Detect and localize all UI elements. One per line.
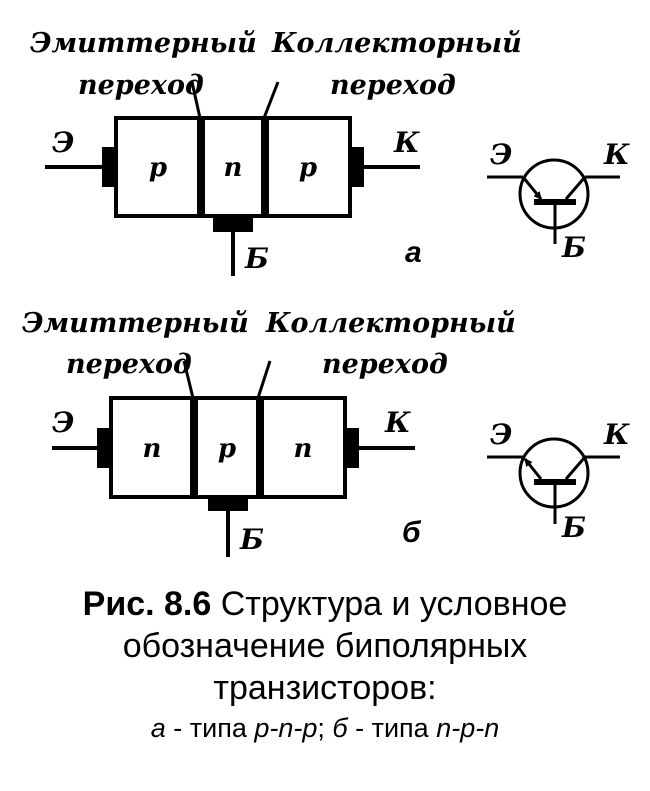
caption-separator: ; <box>317 713 333 743</box>
emitter-arrow-icon <box>523 458 543 480</box>
region-2-b: p <box>218 434 236 464</box>
region-3-a: p <box>299 153 317 183</box>
emitter-junction-pointer-b <box>182 360 195 399</box>
collector-contact-b <box>345 428 359 468</box>
caption-sub-a-text: - типа <box>165 713 255 743</box>
symbol-collector-b: К <box>603 418 630 451</box>
collector-junction-pointer-a <box>262 81 280 119</box>
sublabel-a: а <box>405 236 422 269</box>
caption-sub-b-letter: б <box>332 713 348 743</box>
diagram-b: Эмиттерный переход Коллекторный переход … <box>22 308 630 557</box>
terminal-emitter-a: Э <box>52 126 74 159</box>
caption-sub-a-letter: а <box>150 713 166 743</box>
caption-line-3: транзисторов: <box>213 669 437 707</box>
emitter-junction-label-a2: переход <box>78 70 204 101</box>
emitter-junction-pointer-a <box>190 81 202 119</box>
base-contact-b <box>208 497 248 511</box>
collector-junction-pointer-b <box>256 360 272 399</box>
emitter-junction-a <box>197 118 205 216</box>
emitter-contact-a <box>102 147 116 187</box>
caption-sub-b-text: - типа <box>347 713 437 743</box>
emitter-junction-label-b1: Эмиттерный <box>22 308 249 339</box>
emitter-junction-label-a1: Эмиттерный <box>30 28 257 59</box>
emitter-junction-b <box>190 398 198 497</box>
collector-junction-label-b2: переход <box>322 349 448 380</box>
symbol-base-b: Б <box>561 511 586 544</box>
base-contact-a <box>213 216 253 232</box>
symbol-base-a: Б <box>561 231 586 264</box>
collector-junction-label-a1: Коллекторный <box>271 28 522 59</box>
npn-transistor-symbol: Э К Б <box>487 418 630 544</box>
region-1-a: p <box>149 153 167 183</box>
caption-line-2: обозначение биполярных <box>122 627 528 665</box>
symbol-emitter-b: Э <box>490 418 512 451</box>
figure-number: Рис. 8.6 <box>82 585 212 623</box>
region-1-b: n <box>143 434 162 464</box>
pnp-transistor-symbol: Э К Б <box>487 138 630 264</box>
figure-caption: Рис. 8.6 Структура и условное обозначени… <box>0 583 650 747</box>
terminal-base-b: Б <box>239 523 264 556</box>
terminal-emitter-b: Э <box>52 406 74 439</box>
terminal-base-a: Б <box>244 242 269 275</box>
diagram-a: Эмиттерный переход Коллекторный переход … <box>30 28 630 276</box>
sublabel-b: б <box>402 516 422 549</box>
emitter-contact-b <box>97 428 111 468</box>
caption-line-1: Рис. 8.6 Структура и условное <box>0 583 650 625</box>
caption-sub-b-type: n-p-n <box>436 713 500 743</box>
terminal-collector-b: К <box>384 406 411 439</box>
symbol-collector-a: К <box>603 138 630 171</box>
emitter-arrow-icon <box>521 176 543 200</box>
symbol-emitter-a: Э <box>490 138 512 171</box>
emitter-junction-label-b2: переход <box>66 349 192 380</box>
collector-junction-label-a2: переход <box>330 70 456 101</box>
caption-subline: а - типа p-n-p; б - типа n-p-n <box>0 709 650 747</box>
diagram-canvas: Эмиттерный переход Коллекторный переход … <box>22 28 630 557</box>
collector-contact-a <box>350 147 364 187</box>
collector-junction-a <box>261 118 269 216</box>
collector-junction-b <box>256 398 264 497</box>
region-2-a: n <box>224 153 243 183</box>
caption-title-part-1: Структура и условное <box>211 585 568 623</box>
collector-junction-label-b1: Коллекторный <box>265 308 516 339</box>
terminal-collector-a: К <box>393 126 420 159</box>
region-3-b: n <box>294 434 313 464</box>
caption-sub-a-type: p-n-p <box>254 713 318 743</box>
